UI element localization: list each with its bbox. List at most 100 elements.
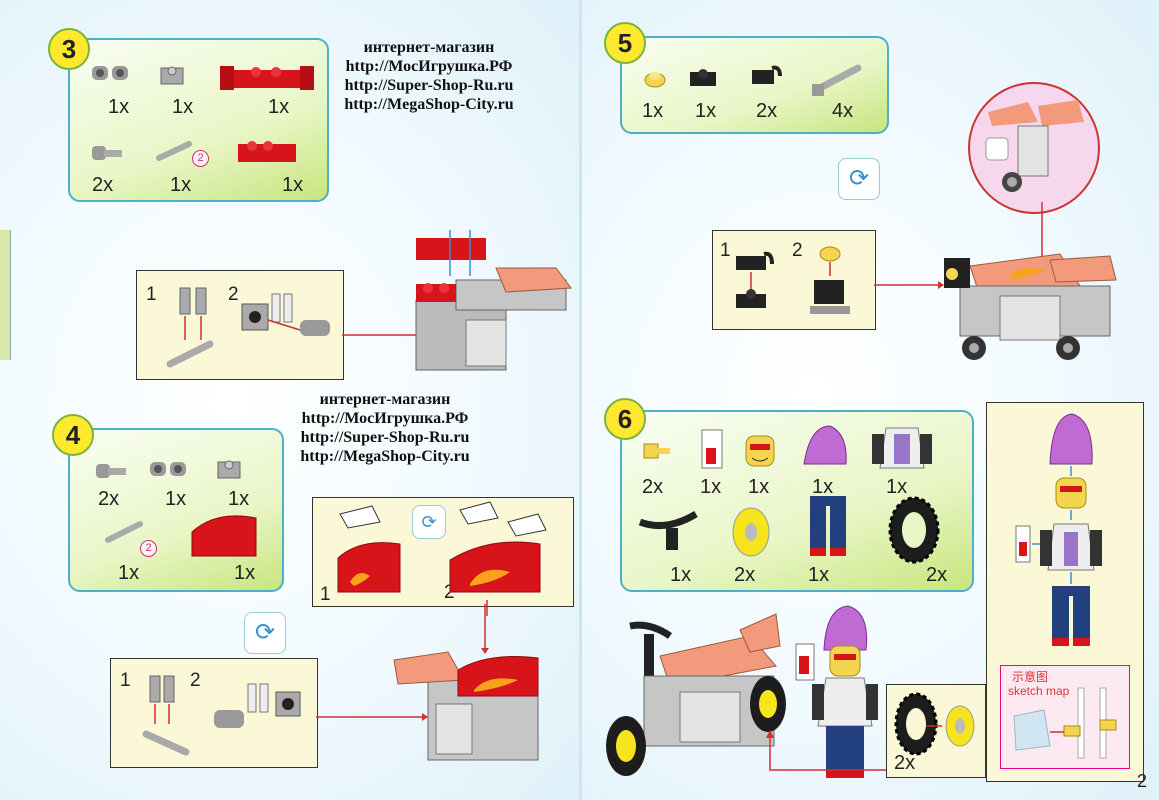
- step3-part-red-plate: [238, 141, 296, 162]
- step4-callout-art: [337, 501, 547, 616]
- step6-qty-6: 1x: [670, 564, 692, 586]
- step5-parts-box: [620, 36, 889, 134]
- watermark-line-2b: http://МосИгрушка.РФ: [301, 410, 469, 427]
- step5-substep-1: 1: [720, 240, 731, 261]
- step4-substep-art: [142, 675, 301, 756]
- step3-part-grey-clip-small: [92, 146, 122, 160]
- step6-bike-model: [606, 605, 878, 778]
- step6-part-red-tile-printed: [701, 429, 723, 469]
- step4-substep-2: 2: [190, 670, 201, 691]
- step5-part-grey-bar-clip: [812, 64, 862, 96]
- step6-qty-9: 2x: [926, 564, 948, 586]
- watermark-line-3b: http://Super-Shop-Ru.ru: [300, 429, 470, 446]
- step4-callout-2: 2: [444, 582, 455, 603]
- step6-qty-8: 1x: [808, 564, 830, 586]
- step4-arrow-to-model: [316, 713, 428, 721]
- step3-part-grey-bar: [156, 141, 192, 161]
- watermark-line-1b: интернет-магазин: [319, 391, 451, 408]
- page-number: 2: [1136, 771, 1147, 791]
- step6-part-minifig-head: [745, 435, 775, 467]
- step6-part-black-handlebar: [638, 510, 698, 550]
- step5-part-black-clip: [752, 65, 782, 84]
- step4-count-badge: 2: [140, 540, 157, 557]
- step6-number: 6: [604, 398, 646, 440]
- step3-count-badge: 2: [192, 150, 209, 167]
- step4-number: 4: [52, 414, 94, 456]
- step5-qty-3: 2x: [756, 100, 778, 122]
- step4-qty-2: 1x: [165, 488, 187, 510]
- step4-model: [393, 651, 539, 761]
- watermark-line-1: интернет-магазин: [363, 39, 495, 56]
- step6-part-legs: [810, 496, 846, 556]
- step3-qty-6: 1x: [282, 174, 304, 196]
- step5-arrow-to-model: [874, 281, 944, 289]
- step6-wheel-qty: 2x: [894, 752, 916, 774]
- step3-qty-2: 1x: [172, 96, 194, 118]
- step6-part-torso: [872, 427, 932, 469]
- step3-model: [415, 230, 572, 371]
- rotate-icon: ⟳: [848, 165, 870, 192]
- step6-qty-7: 2x: [734, 564, 756, 586]
- step4-rotate-callout: ⟳: [412, 505, 446, 539]
- watermark-line-4b: http://MegaShop-City.ru: [300, 448, 470, 465]
- step4-part-grey-clip-2: [217, 460, 241, 479]
- step6-qty-5: 1x: [886, 476, 908, 498]
- step3-part-red-handlebar: [220, 66, 314, 90]
- step6-part-yellow-clip: [643, 443, 670, 459]
- step4-arrow-down: [481, 604, 489, 654]
- step6-qty-1: 2x: [642, 476, 664, 498]
- step4-parts-box: [68, 428, 284, 592]
- step3-part-grey-clip: [160, 66, 184, 85]
- step5-rotate-button: ⟳: [838, 158, 880, 200]
- rotate-icon: ⟳: [421, 512, 437, 532]
- watermark-line-4: http://MegaShop-City.ru: [344, 96, 514, 113]
- step5-qty-1: 1x: [642, 100, 664, 122]
- step6-arrow-to-bike: [766, 730, 886, 771]
- step4-part-red-curved-slope: [191, 515, 257, 557]
- step3-substep-1: 1: [146, 284, 157, 305]
- step3-part-binocular: [92, 66, 128, 80]
- step6-qty-3: 1x: [748, 476, 770, 498]
- step3-substep-2: 2: [228, 284, 239, 305]
- step3-substep-art: [166, 287, 330, 368]
- step5-substep-art: [736, 246, 850, 314]
- step6-part-yellow-rim: [732, 507, 770, 557]
- step5-detail-art: [985, 100, 1084, 262]
- step4-qty-1: 2x: [98, 488, 120, 510]
- step5-qty-2: 1x: [695, 100, 717, 122]
- step3-number: 3: [48, 28, 90, 70]
- step4-qty-5: 1x: [234, 562, 256, 584]
- step6-part-tire: [888, 496, 940, 564]
- step3-qty-1: 1x: [108, 96, 130, 118]
- step5-part-yellow-round: [644, 72, 666, 88]
- sketch-map-art: [1013, 687, 1117, 759]
- step4-qty-4: 1x: [118, 562, 140, 584]
- step4-qty-3: 1x: [228, 488, 250, 510]
- step4-part-grey-clip: [96, 464, 126, 478]
- watermark-line-2: http://МосИгрушка.РФ: [345, 58, 513, 75]
- step5-qty-4: 4x: [832, 100, 854, 122]
- page-edge-strip: [0, 230, 11, 360]
- step4-substep-1: 1: [120, 670, 131, 691]
- step4-part-binocular: [150, 462, 186, 476]
- step6-qty-4: 1x: [812, 476, 834, 498]
- page-spine: [579, 0, 582, 800]
- step3-qty-5: 1x: [170, 174, 192, 196]
- step3-qty-4: 2x: [92, 174, 114, 196]
- step5-model: [944, 253, 1117, 360]
- step4-part-grey-bar: [105, 521, 143, 543]
- step5-part-black-plate: [690, 69, 716, 86]
- step6-part-purple-hair: [803, 425, 847, 465]
- watermark-line-3: http://Super-Shop-Ru.ru: [344, 77, 514, 94]
- step3-qty-3: 1x: [268, 96, 290, 118]
- step4-callout-1: 1: [320, 584, 331, 605]
- step5-substep-2: 2: [792, 240, 803, 261]
- sketch-map-title-en: sketch map: [1008, 684, 1070, 698]
- step3-parts-box: [68, 38, 329, 202]
- step6-minifig-assembly: [1015, 413, 1102, 646]
- step6-wheel-callout-art: [894, 692, 975, 756]
- step6-qty-2: 1x: [700, 476, 722, 498]
- sketch-map-title-cn: 示意图: [1012, 670, 1049, 684]
- rotate-icon: ⟳: [254, 619, 276, 646]
- step4-rotate-button: ⟳: [244, 612, 286, 654]
